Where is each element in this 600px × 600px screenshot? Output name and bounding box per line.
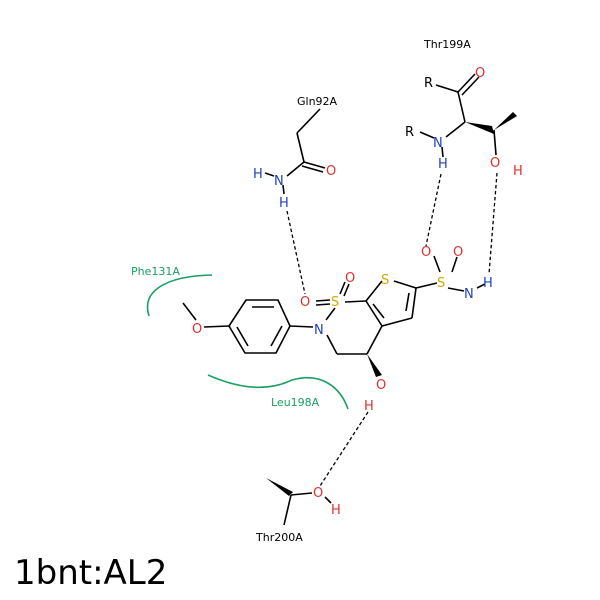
hbond-thr200 xyxy=(319,411,369,487)
ring-n: N xyxy=(314,323,324,338)
sulfonamide-n: N xyxy=(464,287,474,302)
hbond-gln92 xyxy=(286,210,306,295)
hbond-thr199-backbone xyxy=(425,173,442,247)
ligand-hydroxyl-o: O xyxy=(376,378,386,393)
sultam-s: S xyxy=(331,295,339,310)
sultam-o1: O xyxy=(300,295,310,310)
thr200-hydroxyl-o: O xyxy=(313,486,323,501)
hbond-thr199-hydroxyl xyxy=(488,172,498,275)
diagram-title: 1bnt:AL2 xyxy=(14,553,167,593)
leu198-arc xyxy=(207,374,349,410)
thr199-backbone-h: H xyxy=(438,157,448,172)
gln92-amide-h2: H xyxy=(279,196,289,211)
thr199-r-atom: R xyxy=(424,76,433,91)
residue-gln92: Gln92A xyxy=(264,95,338,195)
methoxy-o: O xyxy=(192,322,202,337)
gln92-label: Gln92A xyxy=(297,95,338,108)
residue-thr199: Thr199A xyxy=(419,38,517,158)
thiophene-s: S xyxy=(381,273,389,288)
thr199-carbonyl-o: O xyxy=(475,66,485,81)
gln92-amide-n: N xyxy=(274,174,284,189)
sulfonamide-s: S xyxy=(437,276,445,291)
sulfonamide-h: H xyxy=(483,276,493,291)
sulfonamide-o2: O xyxy=(453,245,463,260)
leu198-label: Leu198A xyxy=(271,396,320,409)
gln92-carbonyl-o: O xyxy=(326,164,336,179)
thr199-backbone-r: R xyxy=(405,125,414,140)
thr200-hydroxyl-h: H xyxy=(331,503,341,518)
sulfonamide-o1: O xyxy=(421,245,431,260)
phe131-arc xyxy=(146,274,213,317)
residue-thr200: Thr200A xyxy=(255,478,332,544)
ligand-hydroxyl-h: H xyxy=(364,399,374,414)
hydrogen-bonds xyxy=(286,172,498,487)
hydrophobic-contacts: Phe131A Leu198A xyxy=(131,265,349,410)
sultam-o2: O xyxy=(345,271,355,286)
phe131-label: Phe131A xyxy=(131,265,180,278)
ligand xyxy=(182,255,486,377)
thr200-label: Thr200A xyxy=(255,531,303,544)
thr199-label: Thr199A xyxy=(423,38,471,51)
thr199-hydroxyl-o: O xyxy=(490,156,500,171)
thr199-backbone-n: N xyxy=(433,136,443,151)
gln92-amide-h1: H xyxy=(253,167,263,182)
thr199-hydroxyl-h: H xyxy=(513,164,523,179)
